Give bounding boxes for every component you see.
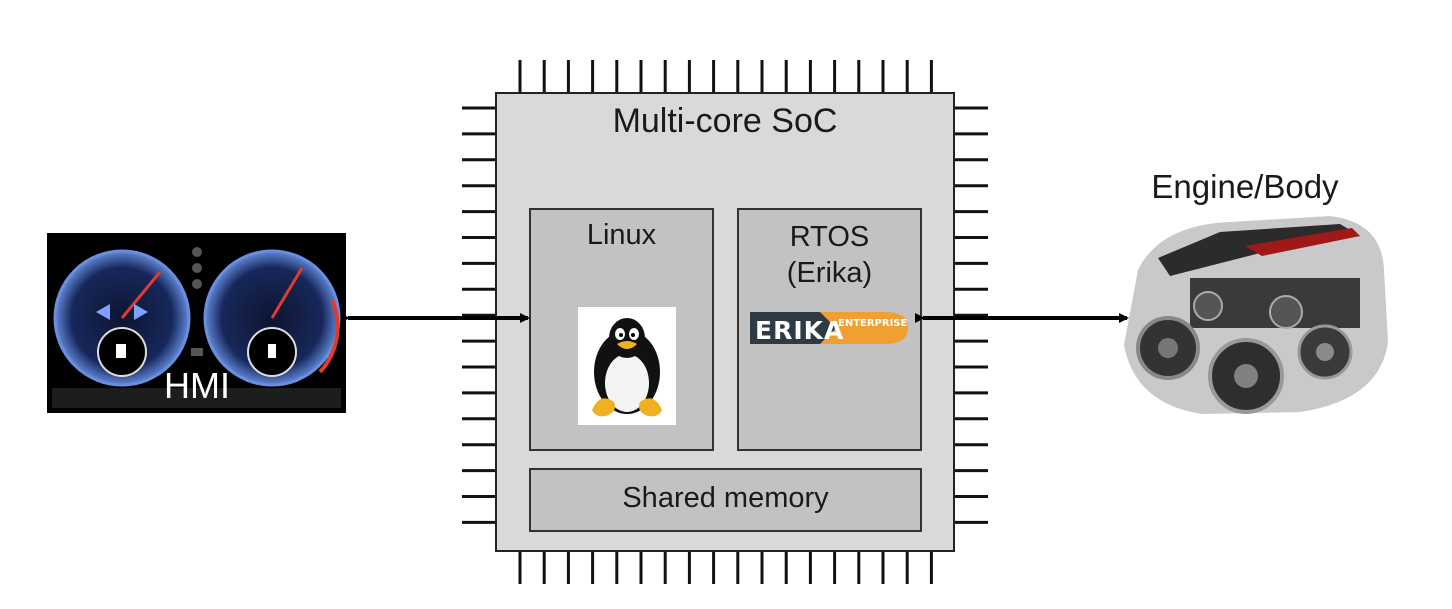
indicator-icons <box>191 247 203 356</box>
tux-penguin-icon <box>578 307 676 425</box>
rtos-label-line1: RTOS <box>789 221 870 253</box>
linux-core-label: Linux <box>586 219 657 251</box>
chip-pins <box>462 60 988 584</box>
erika-logo <box>750 312 908 344</box>
engine-photo <box>1124 216 1388 414</box>
erika-logo-subtext: ENTERPRISE <box>838 318 908 329</box>
rtos-label-line2: (Erika) <box>786 257 873 289</box>
rtos-core-label: RTOS (Erika) <box>738 219 921 291</box>
engine-label: Engine/Body <box>1151 168 1339 205</box>
erika-logo-text: ERIKA <box>755 316 845 345</box>
shared-memory-label: Shared memory <box>622 482 829 514</box>
soc-title: Multi-core SoC <box>612 102 838 140</box>
speedometer-gauge <box>53 249 191 387</box>
rpm-gauge <box>203 249 341 387</box>
hmi-label: HMI <box>164 365 230 406</box>
hmi-dashboard-image <box>47 233 346 413</box>
shared-memory-box <box>529 468 922 532</box>
